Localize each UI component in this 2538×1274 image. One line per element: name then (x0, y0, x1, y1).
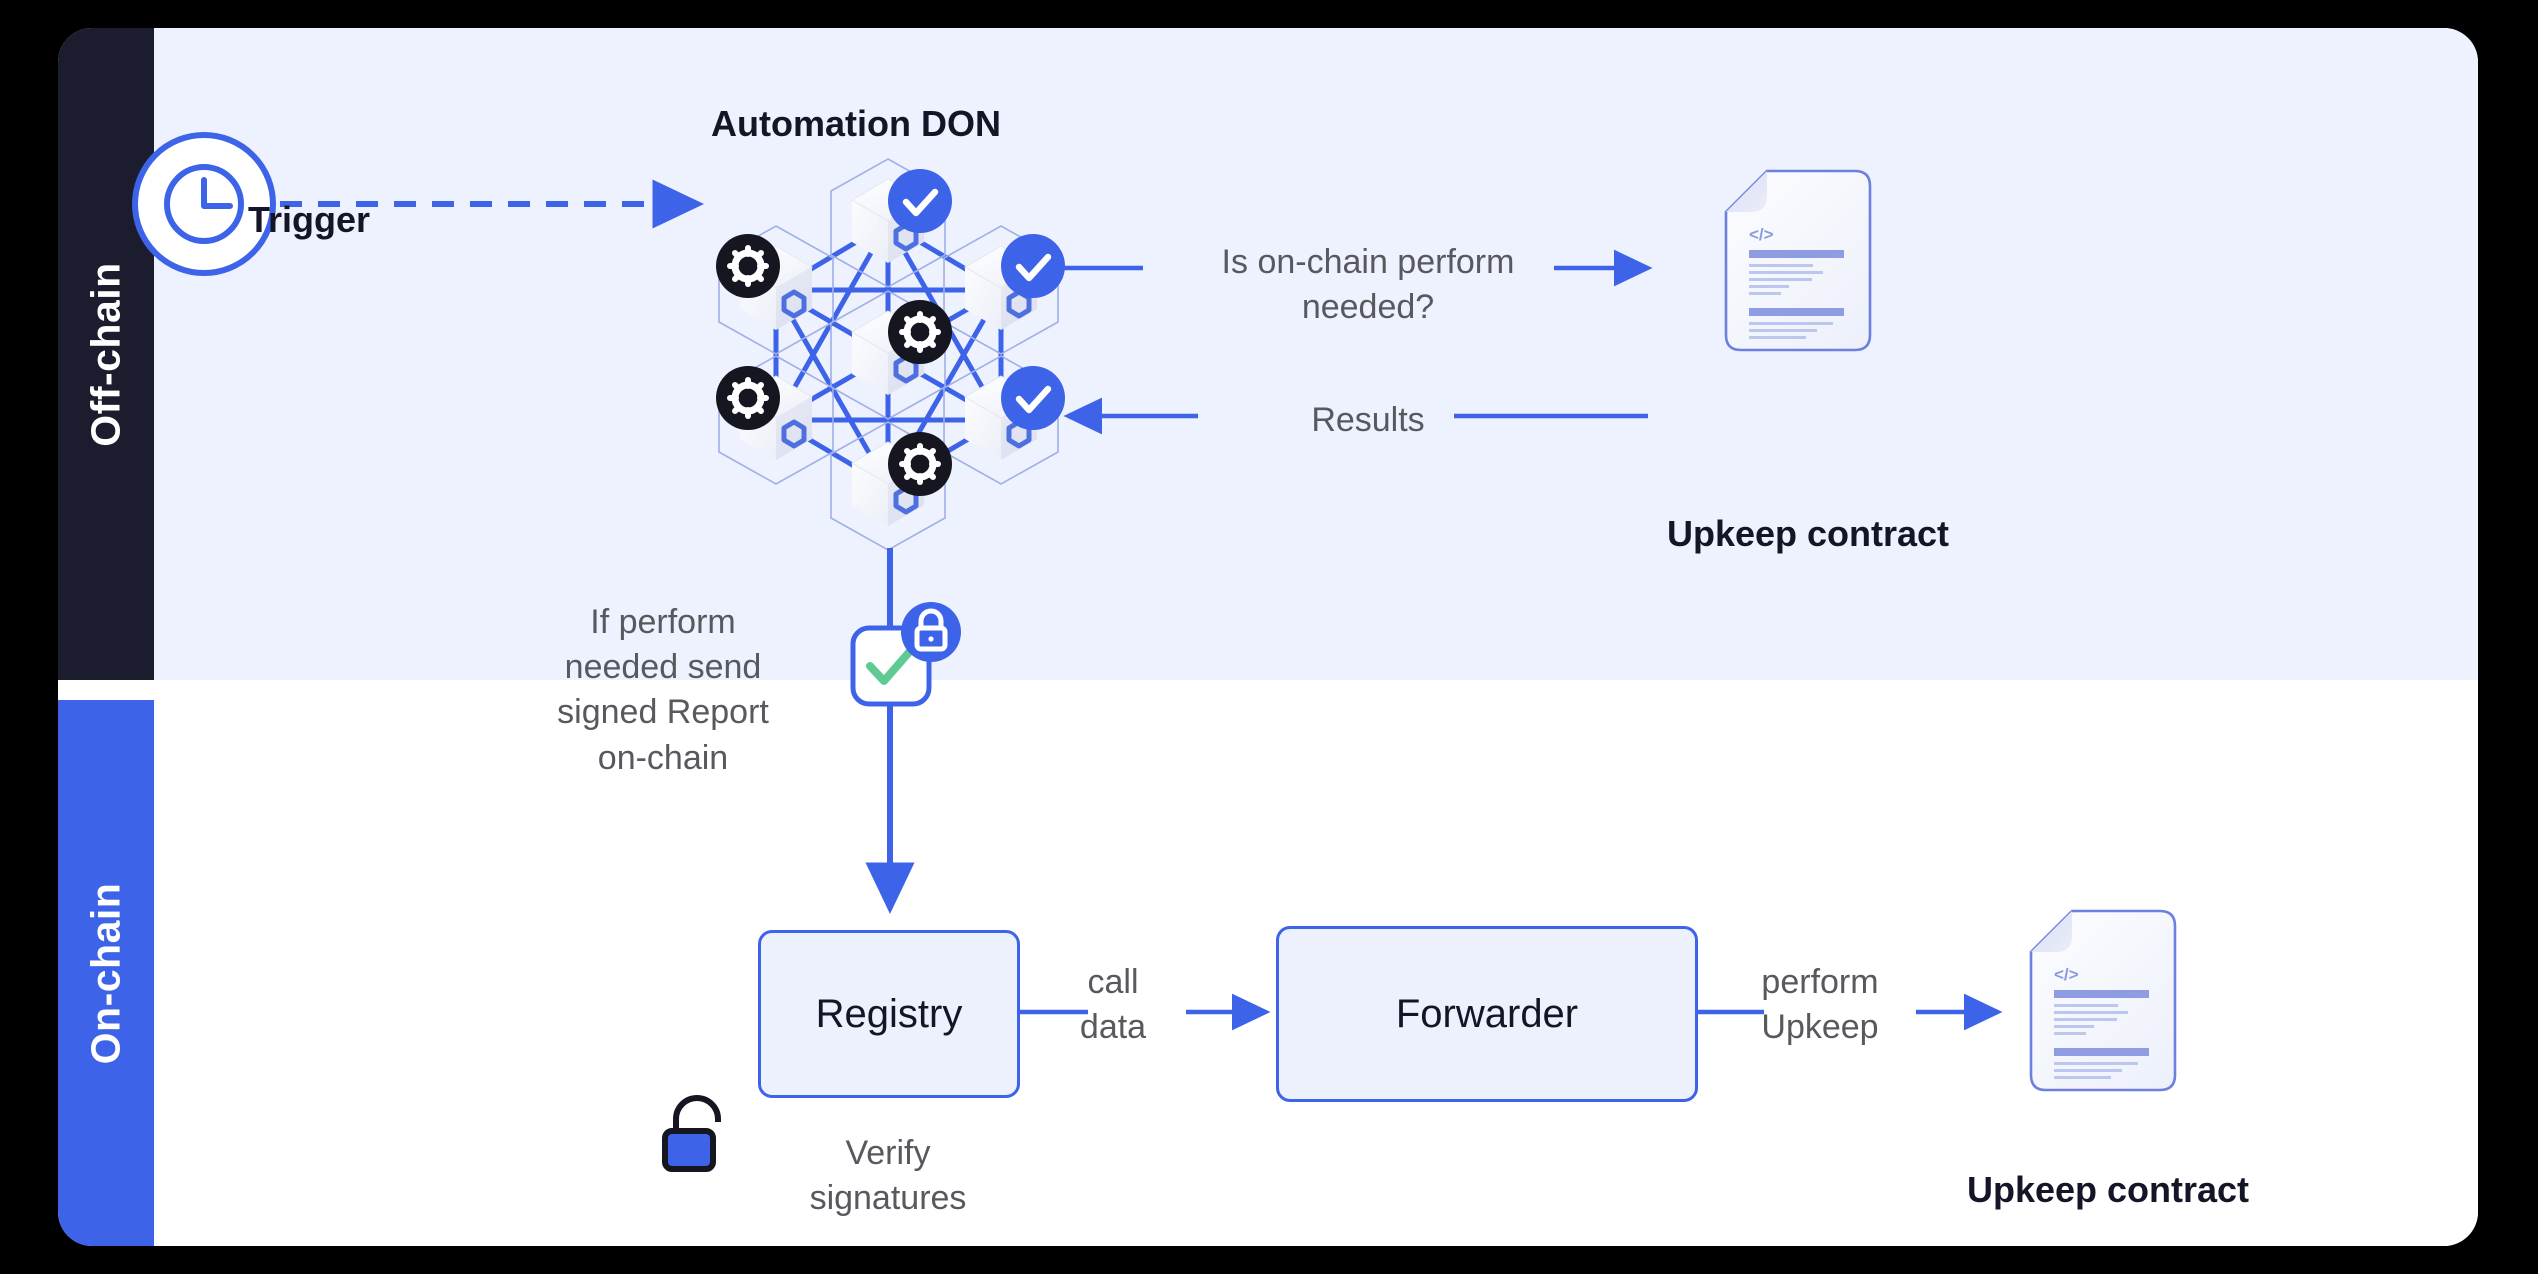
automation-don-title: Automation DON (711, 103, 1001, 144)
verify-signatures-label: Verify signatures (809, 1134, 967, 1218)
is-onchain-perform-needed-label: Is on-chain perform needed? (1221, 243, 1515, 327)
offchain-rail: Off-chain (58, 28, 154, 680)
if-perform-needed-label: If perform needed send signed Report on-… (557, 603, 769, 777)
upkeep-contract-label-onchain: Upkeep contract (1966, 1169, 2250, 1210)
onchain-rail: On-chain (58, 700, 154, 1246)
registry-box[interactable]: Registry (758, 930, 1020, 1098)
offchain-panel (154, 28, 2478, 680)
forwarder-box[interactable]: Forwarder (1276, 926, 1698, 1102)
forwarder-label: Forwarder (1395, 991, 1579, 1036)
onchain-rail-label: On-chain (82, 882, 129, 1064)
registry-label: Registry (815, 991, 963, 1036)
perform-upkeep-label: perform Upkeep (1761, 963, 1879, 1047)
call-data-label: call data (1079, 963, 1147, 1047)
upkeep-contract-label-offchain: Upkeep contract (1666, 513, 1950, 554)
offchain-rail-label: Off-chain (82, 261, 129, 447)
trigger-title: Trigger (248, 199, 371, 240)
diagram-card: Off-chain On-chain (58, 28, 2478, 1246)
results-label: Results (1311, 401, 1425, 439)
